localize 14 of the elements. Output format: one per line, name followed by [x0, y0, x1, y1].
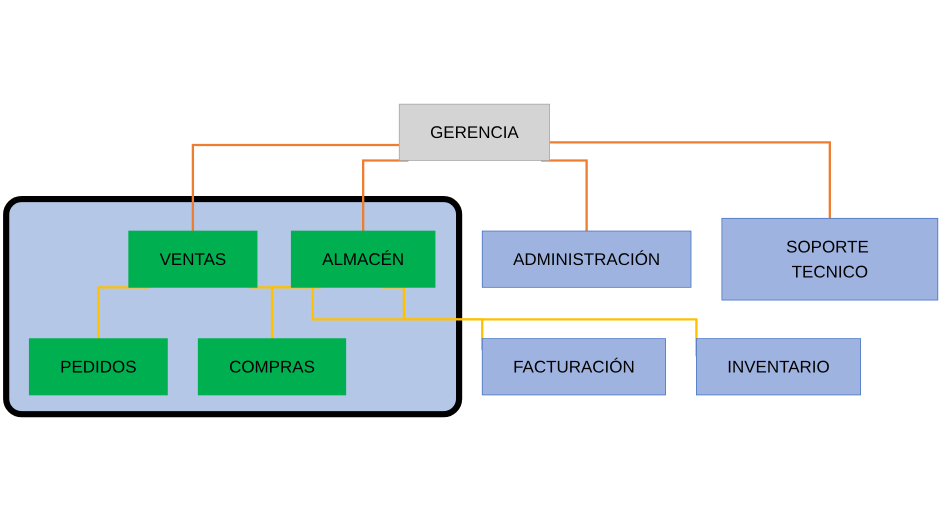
connector	[362, 160, 408, 232]
connector	[541, 160, 588, 232]
node-box: PEDIDOS	[28, 338, 168, 396]
connector	[192, 144, 400, 232]
node-box: GERENCIA	[398, 104, 550, 162]
connector	[550, 142, 831, 219]
node-box: ADMINISTRACIÓN	[482, 230, 692, 288]
node-box: COMPRAS	[198, 338, 346, 396]
node-box: FACTURACIÓN	[482, 338, 666, 396]
node-box: VENTAS	[128, 230, 258, 288]
node-box: INVENTARIO	[696, 338, 861, 396]
node-box: ALMACÉN	[290, 230, 436, 288]
cluster	[3, 196, 462, 418]
node-box: SOPORTE TECNICO	[721, 218, 938, 301]
